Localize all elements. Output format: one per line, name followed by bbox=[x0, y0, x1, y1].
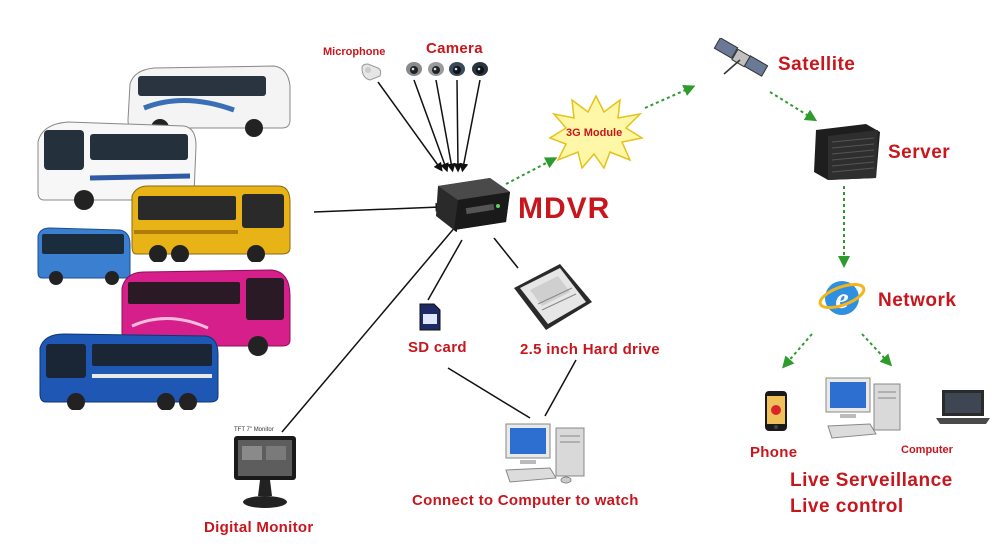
camera-icon-3 bbox=[449, 62, 465, 76]
arrow-satellite-server bbox=[769, 91, 818, 122]
arrow-3g-satellite bbox=[644, 84, 696, 109]
bus-1 bbox=[127, 65, 291, 137]
sd-card-icon bbox=[419, 303, 441, 331]
3g-module-label: 3G Module bbox=[566, 127, 623, 139]
bus-4 bbox=[37, 227, 131, 285]
phone-icon bbox=[765, 391, 787, 431]
hard-drive-icon bbox=[514, 264, 592, 330]
microphone-icon bbox=[361, 63, 382, 81]
bus-2 bbox=[37, 121, 197, 210]
wire-sd-computer bbox=[447, 367, 531, 419]
arrow-network-phone bbox=[782, 333, 813, 369]
laptop-icon bbox=[936, 390, 990, 424]
computer-label: Computer bbox=[901, 444, 953, 456]
server-icon bbox=[814, 124, 880, 180]
arrow-mdvr-3g bbox=[505, 157, 558, 185]
digital-monitor-label: Digital Monitor bbox=[204, 519, 314, 536]
phone-label: Phone bbox=[750, 444, 798, 461]
camera-label: Camera bbox=[426, 40, 483, 57]
camera-icon-4 bbox=[472, 62, 488, 76]
live-control-label: Live control bbox=[790, 496, 904, 517]
wire-microphone bbox=[377, 81, 443, 172]
bus-6 bbox=[39, 333, 219, 410]
internet-explorer-icon: e bbox=[818, 281, 866, 315]
arrow-network-computer bbox=[861, 333, 893, 367]
satellite-label: Satellite bbox=[778, 54, 856, 75]
desktop-computer-icon bbox=[825, 377, 901, 439]
wire-monitor bbox=[281, 222, 459, 433]
live-surveillance-label: Live Serveillance bbox=[790, 470, 953, 491]
mdvr-label: MDVR bbox=[518, 192, 611, 225]
wire-camera-3 bbox=[453, 79, 463, 173]
connect-computer-label: Connect to Computer to watch bbox=[412, 492, 639, 509]
monitor-icon bbox=[234, 436, 296, 508]
wire-sd-card bbox=[427, 239, 463, 301]
wire-camera-1 bbox=[413, 79, 449, 173]
server-label: Server bbox=[888, 142, 951, 163]
satellite-icon bbox=[713, 38, 769, 77]
microphone-label: Microphone bbox=[323, 46, 386, 58]
bus-3 bbox=[131, 185, 291, 262]
bus-5 bbox=[121, 269, 291, 356]
network-label: Network bbox=[878, 290, 957, 311]
starburst-icon bbox=[548, 94, 644, 170]
hard-drive-label: 2.5 inch Hard drive bbox=[520, 341, 660, 358]
tft-monitor-caption: TFT 7" Monitor bbox=[234, 427, 274, 433]
desktop-computer-watch-icon bbox=[505, 423, 585, 484]
wire-buses-mdvr bbox=[313, 202, 445, 213]
mdvr-device-icon bbox=[436, 178, 510, 230]
camera-icon-1 bbox=[406, 62, 422, 76]
sd-card-label: SD card bbox=[408, 339, 467, 356]
wire-camera-2 bbox=[435, 79, 456, 173]
camera-icon-2 bbox=[428, 62, 444, 76]
wire-hard-drive bbox=[493, 237, 519, 269]
wire-camera-4 bbox=[459, 79, 481, 173]
wire-hdd-computer bbox=[544, 359, 577, 417]
